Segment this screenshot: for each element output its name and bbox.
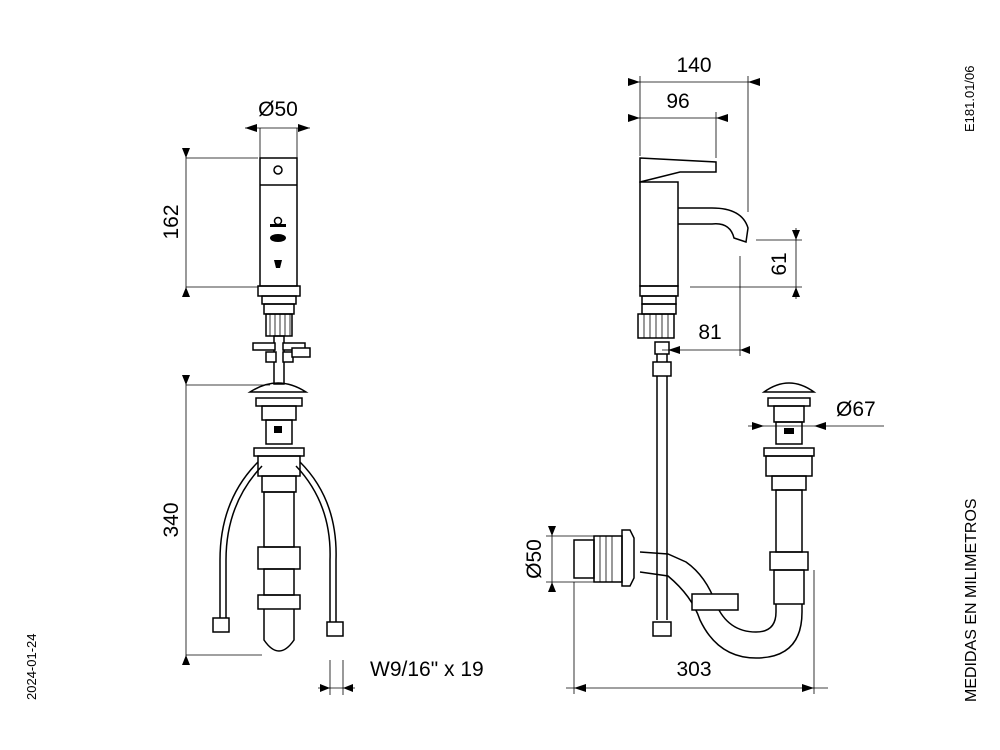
side-view bbox=[573, 157, 817, 659]
dim-overall-width-label: 303 bbox=[676, 658, 711, 681]
front-view bbox=[212, 157, 344, 652]
dimension-left-height-bottom: 340 bbox=[160, 375, 270, 665]
reference-code: E181.01/06 bbox=[962, 65, 977, 132]
dimension-drain-diameter: Ø67 bbox=[748, 398, 884, 430]
dim-reach-total-label: 140 bbox=[676, 54, 711, 77]
dimension-reach-spout: 96 bbox=[628, 90, 728, 158]
dim-drain-diameter-label: Ø67 bbox=[836, 398, 876, 421]
dimension-left-diameter: Ø50 bbox=[245, 98, 310, 158]
dim-spout-offset-label: 81 bbox=[698, 321, 721, 344]
drawing-date: 2024-01-24 bbox=[24, 634, 39, 701]
dimension-overall-width: 303 bbox=[566, 570, 828, 694]
dim-left-height-bottom-label: 340 bbox=[160, 502, 183, 537]
dimension-thread: W9/16" x 19 bbox=[318, 658, 484, 695]
dimension-reach-total: 140 bbox=[628, 54, 760, 212]
dim-reach-spout-label: 96 bbox=[666, 90, 689, 113]
units-note: MEDIDAS EN MILIMETROS bbox=[963, 498, 980, 702]
dimension-outlet-diameter: Ø50 bbox=[523, 526, 596, 592]
dim-outlet-diameter-label: Ø50 bbox=[523, 539, 546, 579]
dim-spout-height-label: 61 bbox=[768, 252, 791, 275]
dimension-spout-offset: 81 bbox=[662, 256, 750, 356]
dim-thread-label: W9/16" x 19 bbox=[370, 658, 484, 681]
dim-left-diameter-label: Ø50 bbox=[258, 98, 298, 121]
dimension-spout-height: 61 bbox=[690, 228, 802, 299]
dim-left-height-top-label: 162 bbox=[160, 204, 183, 239]
dimension-left-height-top: 162 bbox=[160, 148, 258, 297]
